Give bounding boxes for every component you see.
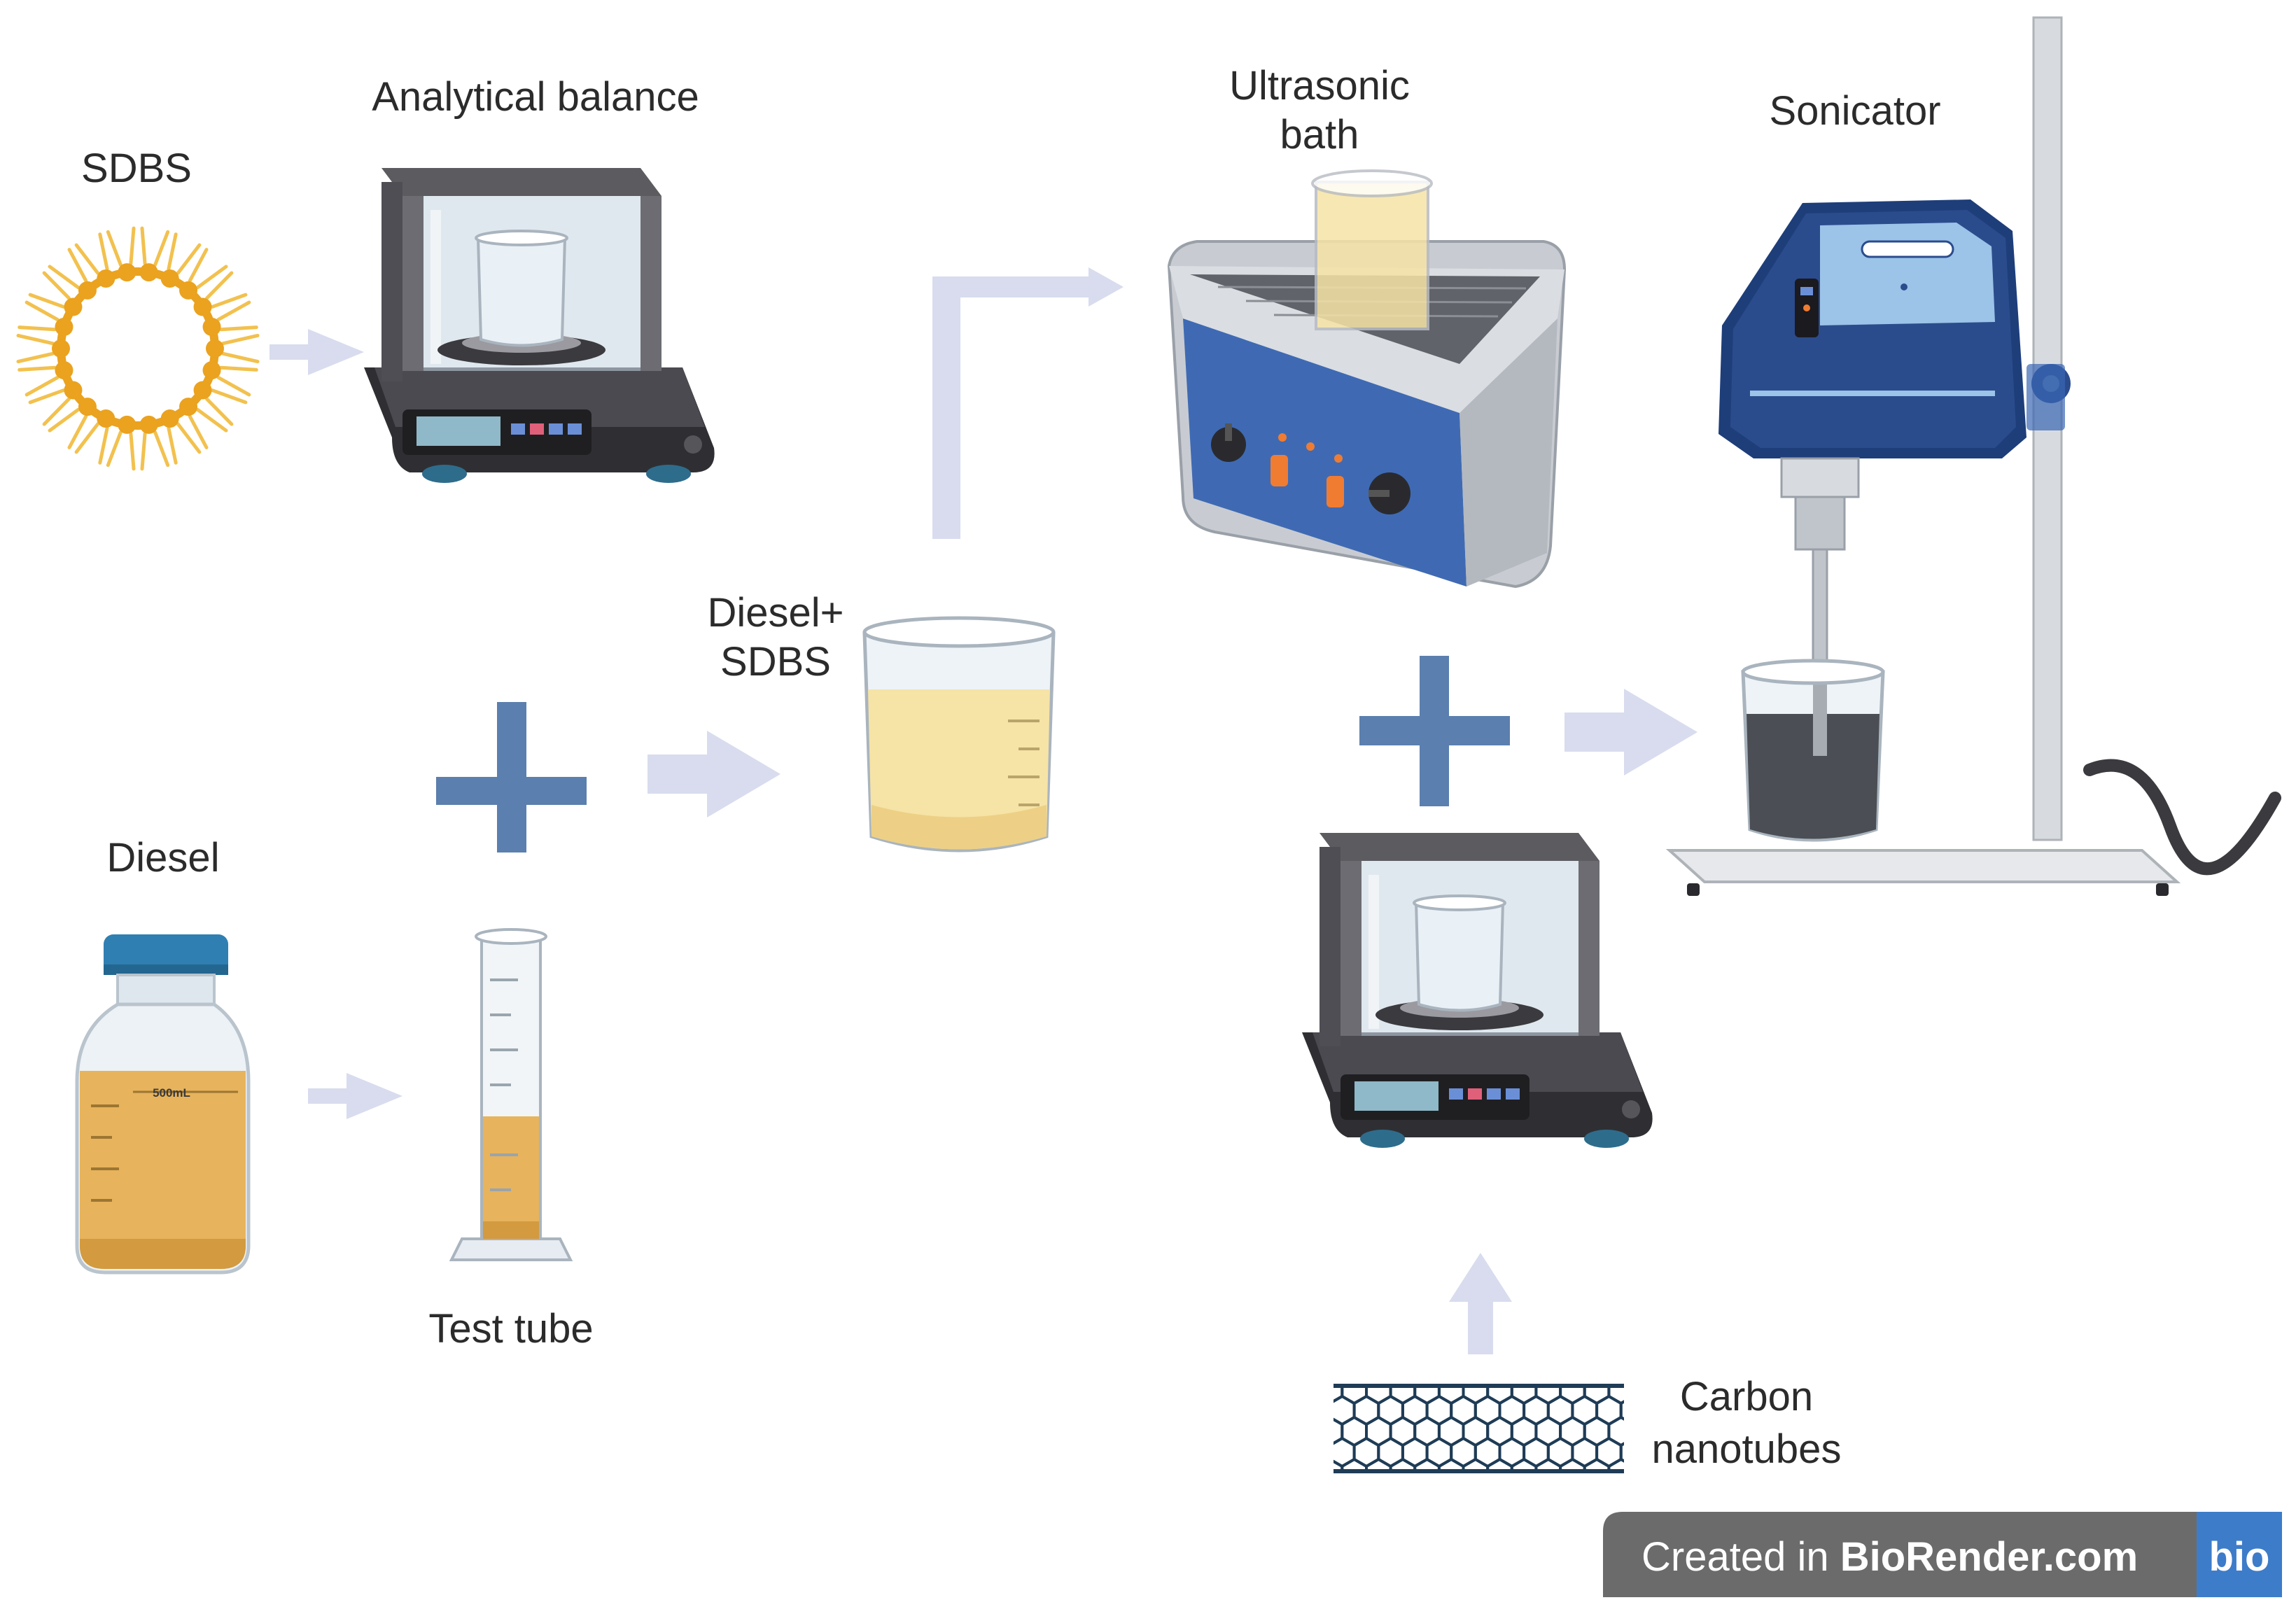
plus-icon-left: [436, 702, 587, 852]
test-tube-label: Test tube: [428, 1306, 593, 1352]
arrow-sdbs-to-balance-icon: [270, 329, 364, 375]
carbon-nanotubes-icon: [1334, 1384, 1624, 1473]
plus-icon-right: [1359, 656, 1510, 806]
plus-signs: [436, 656, 1510, 852]
analytical-balance-bottom-icon: [1301, 831, 1654, 1149]
badge-logo-text: bio: [2209, 1534, 2270, 1580]
carbon-nanotubes-label-line1: Carbon: [1680, 1374, 1813, 1419]
badge-text: Created in BioRender.com: [1642, 1534, 2138, 1580]
sonicator-label: Sonicator: [1769, 88, 1940, 134]
ultrasonic-bath-label-line1: Ultrasonic: [1229, 63, 1410, 108]
diesel-bottle-icon: 500mL: [75, 934, 251, 1275]
sonicator-icon: [1665, 16, 2281, 896]
arrow-mixture-to-bath-icon: [932, 267, 1124, 539]
badge-prefix: Created in: [1642, 1534, 1840, 1580]
ultrasonic-bath-label-line2: bath: [1280, 112, 1359, 157]
carbon-nanotubes-label-line2: nanotubes: [1652, 1426, 1842, 1472]
graduated-cylinder-icon: [449, 928, 573, 1261]
badge-brand: BioRender.com: [1840, 1534, 2138, 1580]
arrow-plus-to-mixture-icon: [648, 731, 780, 817]
arrow-plus-to-sonicator-icon: [1564, 689, 1698, 776]
arrow-diesel-to-testtube-icon: [308, 1073, 402, 1119]
analytical-balance-label: Analytical balance: [372, 74, 699, 120]
analytical-balance-top-icon: [363, 167, 716, 484]
bottle-volume-label: 500mL: [153, 1086, 190, 1100]
diesel-sdbs-beaker-icon: [862, 616, 1056, 852]
diesel-sdbs-label-line2: SDBS: [720, 639, 831, 685]
diesel-sdbs-label-line1: Diesel+: [707, 590, 844, 636]
diesel-label: Diesel: [106, 835, 219, 880]
biorender-badge[interactable]: Created in BioRender.com bio: [1603, 1512, 2282, 1597]
sdbs-micelle-icon: [16, 226, 260, 471]
ultrasonic-bath-icon: [1167, 169, 1567, 589]
arrow-nanotubes-to-balance-icon: [1449, 1253, 1512, 1354]
arrows: [270, 267, 1698, 1354]
sdbs-label: SDBS: [81, 146, 192, 191]
